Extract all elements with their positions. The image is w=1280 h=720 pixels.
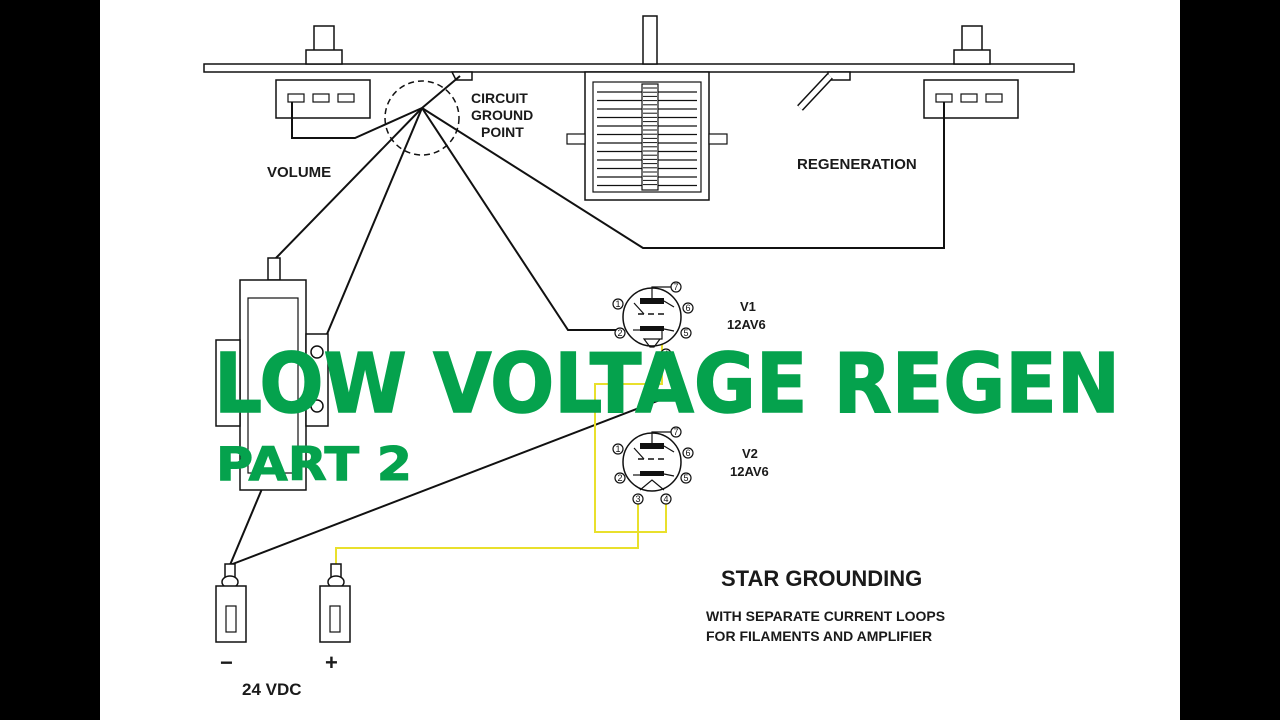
v2-name-label: V2 <box>742 446 758 461</box>
tube-pin-7: 7 <box>670 281 682 293</box>
tube-pin-2: 2 <box>614 327 626 339</box>
v2-type-label: 12AV6 <box>730 464 769 479</box>
circuit-ground-label-2: GROUND <box>471 107 533 123</box>
filament-wires <box>335 340 667 572</box>
svg-text:6: 6 <box>685 303 690 313</box>
tube-v2-pins: 1 2 3 4 5 6 7 <box>612 426 694 505</box>
wiring-diagram: 1 2 4 5 6 7 1 2 3 4 5 6 7 <box>203 15 1121 699</box>
circuit-ground-label-3: POINT <box>481 124 524 140</box>
tube-pin-7: 7 <box>670 426 682 438</box>
volume-label: VOLUME <box>267 164 331 181</box>
tube-pin-1: 1 <box>612 298 624 310</box>
v1-name-label: V1 <box>740 299 756 314</box>
tube-pin-4: 4 <box>660 348 672 360</box>
tube-v1-pins: 1 2 4 5 6 7 <box>612 281 694 360</box>
tube-pin-5: 5 <box>680 472 692 484</box>
tube-pin-4: 4 <box>660 493 672 505</box>
svg-text:7: 7 <box>673 282 678 292</box>
svg-text:5: 5 <box>683 473 688 483</box>
svg-text:4: 4 <box>663 494 668 504</box>
tube-pin-6: 6 <box>682 447 694 459</box>
svg-text:2: 2 <box>617 473 622 483</box>
schematic-canvas: 1 2 4 5 6 7 1 2 3 4 5 6 7 <box>100 0 1180 720</box>
binding-post-negative <box>215 563 247 643</box>
circuit-ground-circle <box>384 80 460 156</box>
tube-pin-5: 5 <box>680 327 692 339</box>
svg-text:4: 4 <box>663 349 668 359</box>
svg-text:7: 7 <box>673 427 678 437</box>
svg-text:5: 5 <box>683 328 688 338</box>
ground-lug-left <box>450 71 473 81</box>
svg-text:3: 3 <box>635 494 640 504</box>
tube-v2 <box>622 431 682 492</box>
negative-sign: − <box>220 650 233 675</box>
volume-potentiometer <box>275 25 371 119</box>
positive-sign: + <box>325 650 338 675</box>
tube-pin-3: 3 <box>632 493 644 505</box>
loops-caption-1: WITH SEPARATE CURRENT LOOPS <box>706 608 945 624</box>
front-panel <box>203 63 1075 73</box>
tuning-capacitor <box>566 15 728 201</box>
supply-voltage-label: 24 VDC <box>242 680 302 699</box>
regeneration-label: REGENERATION <box>797 156 917 173</box>
tube-pin-6: 6 <box>682 302 694 314</box>
transformer <box>215 257 329 491</box>
binding-post-positive <box>319 563 351 643</box>
loops-caption-2: FOR FILAMENTS AND AMPLIFIER <box>706 628 932 644</box>
svg-text:1: 1 <box>615 299 620 309</box>
svg-text:2: 2 <box>617 328 622 338</box>
v1-type-label: 12AV6 <box>727 317 766 332</box>
tube-pin-2: 2 <box>614 472 626 484</box>
circuit-ground-label-1: CIRCUIT <box>471 90 528 106</box>
svg-text:1: 1 <box>615 444 620 454</box>
svg-text:6: 6 <box>685 448 690 458</box>
tube-v1 <box>622 286 682 348</box>
overlay-title: LOW VOLTAGE REGEN <box>214 337 1120 432</box>
star-grounding-heading: STAR GROUNDING <box>721 566 922 591</box>
overlay-subtitle: PART 2 <box>216 437 412 491</box>
tube-pin-1: 1 <box>612 443 624 455</box>
